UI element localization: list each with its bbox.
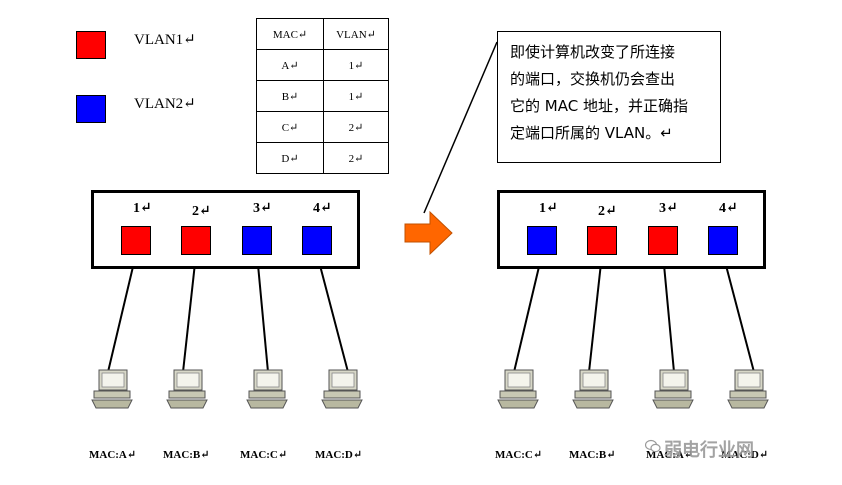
switch-port-vlan2 <box>527 226 557 255</box>
port-number: 2↵ <box>598 204 617 219</box>
cable-line <box>513 253 543 373</box>
table-row: B↵ 1↵ <box>256 80 389 112</box>
cable-line <box>588 253 603 373</box>
table-cell-mac: B↵ <box>256 80 324 112</box>
note-line: 它的 MAC 地址，并正确指 <box>510 97 688 115</box>
port-number: 2↵ <box>192 204 211 219</box>
table-cell-vlan: 2↵ <box>323 111 389 143</box>
note-callout: 即使计算机改变了所连接 的端口，交换机仍会查出 它的 MAC 地址，并正确指 定… <box>497 31 721 163</box>
switch-port-vlan1 <box>648 226 678 255</box>
table-row: D↵ 2↵ <box>256 142 389 174</box>
cable-line <box>316 253 349 373</box>
legend-swatch-vlan1 <box>76 31 106 59</box>
port-number: 1↵ <box>133 201 152 216</box>
note-line: 的端口，交换机仍会查出 <box>510 70 676 88</box>
table-cell-vlan: 2↵ <box>323 142 389 174</box>
port-number: 3↵ <box>253 201 272 216</box>
computer-icon <box>321 369 363 409</box>
pc-mac-label: MAC:D↵ <box>315 449 363 461</box>
cable-line <box>256 253 269 373</box>
switch-port-vlan1 <box>181 226 211 255</box>
computer-icon <box>246 369 288 409</box>
computer-icon <box>91 369 133 409</box>
legend-label-vlan1: VLAN1↵ <box>134 32 196 48</box>
legend-label-vlan2: VLAN2↵ <box>134 96 196 112</box>
cable-line <box>182 253 197 373</box>
transition-arrow-icon <box>404 210 453 256</box>
legend-swatch-vlan2 <box>76 95 106 123</box>
pc-mac-label: MAC:A↵ <box>89 449 137 461</box>
wechat-icon <box>645 439 661 453</box>
pc-mac-label: MAC:A↵ <box>646 449 694 461</box>
callout-pointer-line <box>423 41 498 214</box>
computer-icon <box>727 369 769 409</box>
cable-line <box>107 253 137 373</box>
pc-mac-label: MAC:B↵ <box>163 449 210 461</box>
table-cell-vlan: 1↵ <box>323 49 389 81</box>
pc-mac-label: MAC:D↵ <box>721 449 769 461</box>
port-number: 4↵ <box>313 201 332 216</box>
note-line: 定端口所属的 VLAN。↵ <box>510 124 673 142</box>
note-line: 即使计算机改变了所连接 <box>510 43 676 61</box>
computer-icon <box>572 369 614 409</box>
mac-vlan-table: MAC↵ VLAN↵ A↵ 1↵ B↵ 1↵ C↵ 2↵ D↵ 2↵ <box>256 18 389 174</box>
switch-port-vlan1 <box>121 226 151 255</box>
computer-icon <box>497 369 539 409</box>
cable-line <box>662 253 675 373</box>
table-cell-mac: C↵ <box>256 111 324 143</box>
computer-icon <box>166 369 208 409</box>
table-cell-vlan: 1↵ <box>323 80 389 112</box>
table-header-vlan: VLAN↵ <box>323 18 389 50</box>
switch-port-vlan2 <box>242 226 272 255</box>
pc-mac-label: MAC:B↵ <box>569 449 616 461</box>
port-number: 1↵ <box>539 201 558 216</box>
cable-line <box>722 253 755 373</box>
table-header-row: MAC↵ VLAN↵ <box>256 18 389 50</box>
pc-mac-label: MAC:C↵ <box>495 449 543 461</box>
switch-port-vlan2 <box>302 226 332 255</box>
port-number: 4↵ <box>719 201 738 216</box>
computer-icon <box>652 369 694 409</box>
table-row: C↵ 2↵ <box>256 111 389 143</box>
switch-port-vlan2 <box>708 226 738 255</box>
table-cell-mac: D↵ <box>256 142 324 174</box>
watermark-text: 弱电行业网 <box>664 440 754 461</box>
pc-mac-label: MAC:C↵ <box>240 449 288 461</box>
table-row: A↵ 1↵ <box>256 49 389 81</box>
switch-port-vlan1 <box>587 226 617 255</box>
port-number: 3↵ <box>659 201 678 216</box>
